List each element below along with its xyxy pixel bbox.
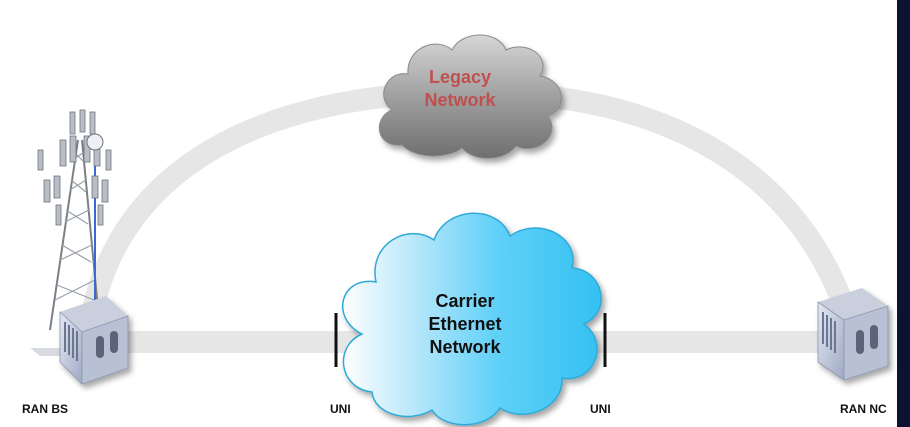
- carrier-line-2: Ethernet: [428, 314, 502, 334]
- legacy-network-cloud: [378, 34, 562, 159]
- ran-bs-label: RAN BS: [22, 402, 69, 416]
- network-equipment-icon-right: [817, 288, 889, 381]
- carrier-line-3: Network: [429, 337, 501, 357]
- legacy-line-1: Legacy: [428, 67, 492, 87]
- network-equipment-icon-left: [59, 296, 129, 385]
- carrier-line-1: Carrier: [435, 291, 495, 311]
- carrier-ethernet-label: Carrier Ethernet Network: [405, 290, 525, 359]
- carrier-ethernet-cloud: [342, 212, 602, 426]
- legacy-line-2: Network: [424, 90, 496, 110]
- legacy-network-label: Legacy Network: [400, 66, 520, 112]
- side-bar: [897, 0, 910, 427]
- uni-left-label: UNI: [330, 402, 351, 416]
- uni-right-label: UNI: [590, 402, 611, 416]
- ran-nc-label: RAN NC: [840, 402, 887, 416]
